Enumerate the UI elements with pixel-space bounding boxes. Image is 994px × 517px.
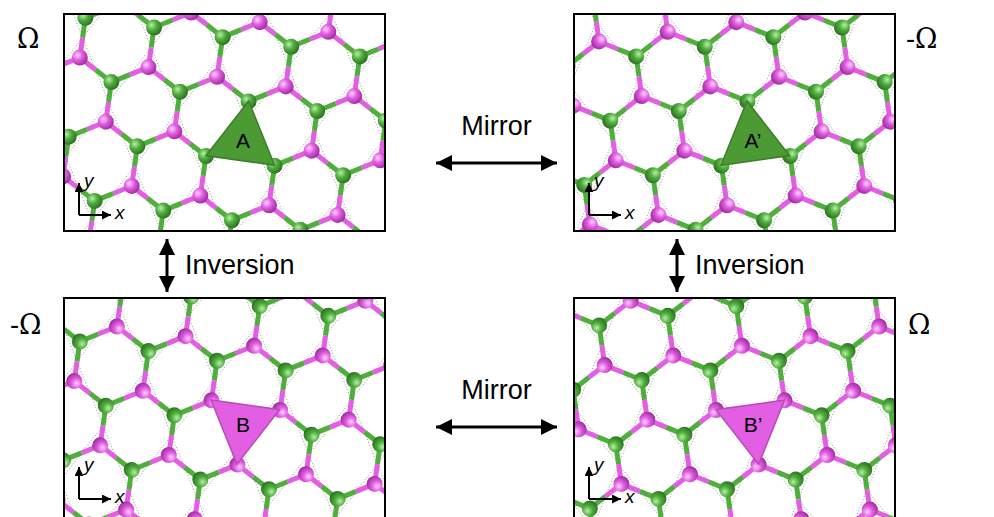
lattice-panel: ΩyxB’ — [573, 297, 896, 517]
axis-arrows — [79, 183, 111, 215]
symmetry-arrow — [436, 162, 557, 165]
operation-label: Inversion — [183, 251, 297, 281]
axis-label: x — [115, 203, 125, 222]
lattice-panel: ΩyxA — [63, 13, 386, 232]
axis-label: y — [84, 455, 94, 474]
operation-label: Inversion — [693, 251, 807, 281]
axis-arrows — [589, 183, 621, 215]
berry-curvature-sign: Ω — [908, 311, 930, 338]
triangle-label: B’ — [744, 414, 763, 435]
axis-label: x — [625, 203, 635, 222]
operation-label: Mirror — [459, 376, 533, 406]
symmetry-arrow — [676, 239, 679, 292]
triangle-label: A — [236, 130, 250, 151]
axis-arrows — [589, 467, 621, 499]
berry-curvature-sign: -Ω — [906, 25, 938, 52]
axis-label: y — [84, 171, 94, 190]
axis-label: y — [594, 171, 604, 190]
triangle-label: B — [236, 414, 250, 435]
berry-curvature-sign: Ω — [17, 25, 39, 52]
berry-curvature-sign: -Ω — [10, 311, 42, 338]
symmetry-triangle: B — [211, 400, 280, 464]
axis-arrows — [79, 467, 111, 499]
honeycomb-lattice — [65, 15, 384, 230]
symmetry-triangle: A — [206, 101, 275, 165]
axis-label: y — [594, 455, 604, 474]
symmetry-triangle: A’ — [721, 101, 790, 165]
axis-label: x — [625, 487, 635, 506]
axis-label: x — [115, 487, 125, 506]
triangle-label: A’ — [744, 130, 761, 151]
honeycomb-lattice — [575, 15, 894, 230]
operation-label: Mirror — [459, 112, 533, 142]
lattice-panel: -ΩyxB — [63, 297, 386, 517]
symmetry-arrow — [166, 239, 169, 292]
lattice-panel: -ΩyxA’ — [573, 13, 896, 232]
symmetry-triangle: B’ — [716, 400, 785, 464]
symmetry-arrow — [436, 426, 557, 429]
